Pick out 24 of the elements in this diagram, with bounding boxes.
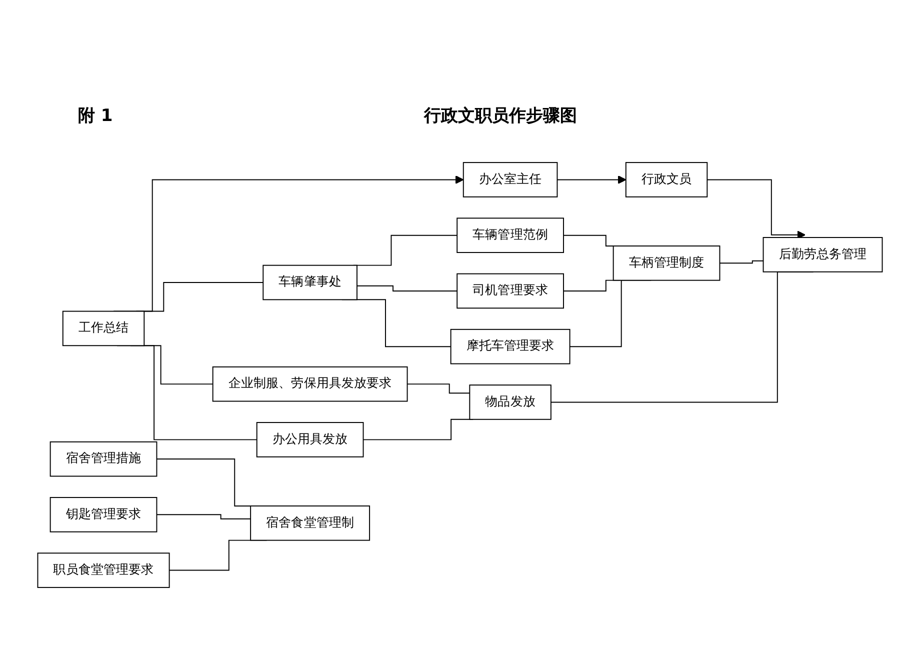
node-box: 宿舍食堂管理制 xyxy=(250,505,370,541)
arrow xyxy=(706,179,806,240)
connector xyxy=(156,514,252,520)
connector xyxy=(406,384,470,394)
arrow xyxy=(556,175,626,184)
diagram-title: 行政文职员作步骤图 xyxy=(424,105,577,127)
node-box: 车辆管理范例 xyxy=(456,218,564,253)
node-box: 宿舍管理措施 xyxy=(50,441,158,477)
appendix-label: 附 1 xyxy=(78,105,113,127)
node-box: 物品发放 xyxy=(469,384,552,420)
node-box: 职员食堂管理要求 xyxy=(37,552,170,588)
node-box: 车辆肇事处 xyxy=(262,264,358,300)
node-box: 行政文员 xyxy=(625,162,708,198)
node-box: 车柄管理制度 xyxy=(612,246,720,281)
node-box: 办公室主任 xyxy=(462,162,558,198)
node-box: 钥匙管理要求 xyxy=(50,497,158,532)
node-box: 摩托车管理要求 xyxy=(450,328,570,364)
node-box: 司机管理要求 xyxy=(456,273,564,309)
connector xyxy=(719,260,764,264)
node-box: 企业制服、劳保用具发放要求 xyxy=(212,366,408,402)
connector xyxy=(356,285,458,292)
node-box: 办公用具发放 xyxy=(256,422,364,458)
node-box: 后勤劳总务管理 xyxy=(762,237,883,272)
node-box: 工作总结 xyxy=(62,310,145,346)
